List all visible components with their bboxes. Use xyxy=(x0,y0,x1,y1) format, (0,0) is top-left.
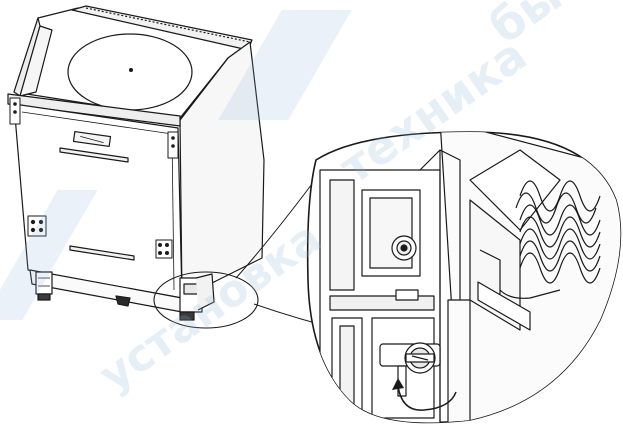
dishwasher-top-circle xyxy=(67,33,193,111)
foot-right xyxy=(179,273,215,321)
dishwasher-front-rail xyxy=(7,93,181,127)
side-bracket-right xyxy=(155,239,173,259)
foot-left xyxy=(35,271,53,301)
top-bracket-left xyxy=(9,97,21,125)
dishwasher-upper-slot xyxy=(59,147,129,163)
zoom-detail xyxy=(306,131,622,424)
dishwasher-lower-slot xyxy=(69,245,135,261)
foot-center xyxy=(115,295,131,307)
side-bracket-left xyxy=(27,215,47,237)
detail-highlight-circle xyxy=(153,271,259,329)
bracket-frame xyxy=(319,149,461,423)
rotation-arrow-icon xyxy=(392,378,457,411)
spring-icon xyxy=(515,180,601,284)
dishwasher-top-rim xyxy=(71,5,253,51)
dishwasher-front-door xyxy=(13,103,183,299)
top-bracket-right xyxy=(167,131,179,159)
dishwasher-handle xyxy=(72,130,112,148)
bolt-icon xyxy=(391,235,417,261)
dishwasher-icon xyxy=(7,5,265,321)
adjustment-foot-icon xyxy=(379,342,441,397)
